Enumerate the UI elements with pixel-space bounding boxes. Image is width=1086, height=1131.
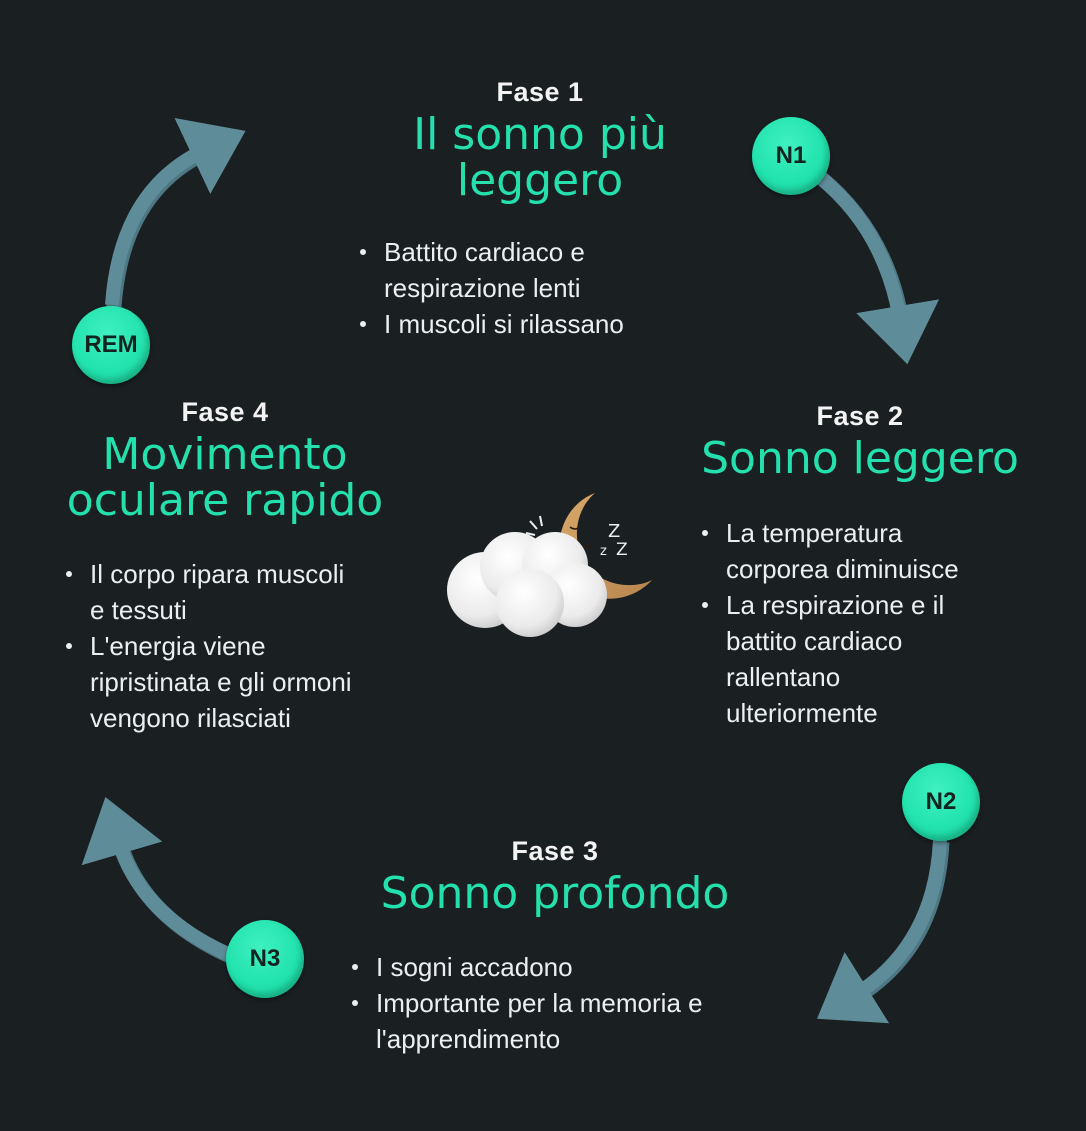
phase-3-label: Fase 3: [511, 836, 599, 866]
phase-1-bullets: Battito cardiaco e respirazione lenti I …: [354, 234, 684, 342]
badge-n3: N3: [226, 920, 304, 998]
phase-1-title-line1: Il sonno più: [413, 109, 667, 160]
bullet: I muscoli si rilassano: [354, 306, 684, 342]
badge-n1: N1: [752, 117, 830, 195]
bullet: Importante per la memoria e l'apprendime…: [346, 985, 766, 1057]
phase-3-bullets: I sogni accadono Importante per la memor…: [346, 949, 766, 1057]
badge-n2: N2: [902, 763, 980, 841]
svg-text:z: z: [600, 544, 607, 559]
svg-text:Z: Z: [616, 540, 628, 560]
phase-2-title: Sonno leggero: [701, 433, 1019, 484]
badge-rem: REM: [72, 306, 150, 384]
phase-2-bullets: La temperatura corporea diminuisce La re…: [696, 515, 1036, 731]
sleeping-moon-cloud-icon: Z z Z: [430, 485, 660, 645]
phase-4: Fase 4 Movimento oculare rapido: [40, 396, 410, 524]
arrow-n3-to-rem: [112, 839, 236, 964]
zzz-text: Z: [608, 521, 620, 542]
phase-4-title-line1: Movimento: [102, 429, 348, 480]
bullet: La temperatura corporea diminuisce: [696, 515, 1036, 587]
phase-2: Fase 2 Sonno leggero: [670, 400, 1050, 482]
phase-3: Fase 3 Sonno profondo: [340, 835, 770, 917]
phase-2-label: Fase 2: [816, 401, 904, 431]
phase-3-title: Sonno profondo: [380, 868, 730, 919]
phase-1: Fase 1 Il sonno più leggero: [340, 76, 740, 204]
phase-1-title: Il sonno più leggero: [340, 112, 740, 204]
bullet: Il corpo ripara muscoli e tessuti: [60, 556, 410, 628]
phase-4-bullets: Il corpo ripara muscoli e tessuti L'ener…: [60, 556, 410, 736]
phase-4-label: Fase 4: [181, 397, 269, 427]
bullet: I sogni accadono: [346, 949, 766, 985]
phase-1-title-line2: leggero: [456, 155, 624, 206]
phase-4-title-line2: oculare rapido: [66, 475, 384, 526]
bullet: L'energia viene ripristinata e gli ormon…: [60, 628, 410, 736]
phase-1-label: Fase 1: [496, 77, 584, 107]
bullet: La respirazione e il battito cardiaco ra…: [696, 587, 1036, 731]
bullet: Battito cardiaco e respirazione lenti: [354, 234, 684, 306]
phase-4-title: Movimento oculare rapido: [40, 432, 410, 524]
